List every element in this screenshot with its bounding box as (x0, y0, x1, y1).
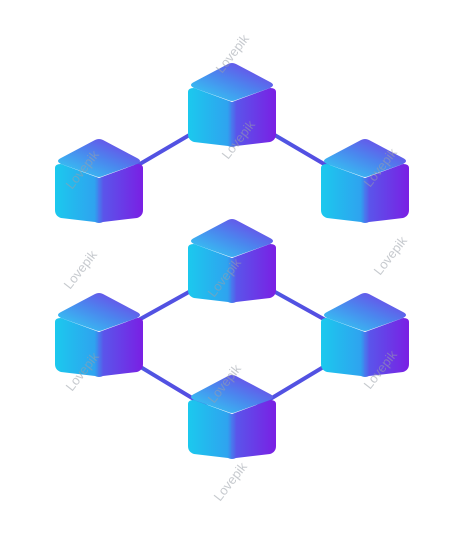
cube-side-faces (55, 318, 143, 377)
watermark-text: Lovepik (61, 247, 101, 292)
watermark-text: Lovepik (211, 459, 251, 504)
cube-top-face (58, 139, 140, 177)
cube-lower-right (321, 293, 409, 377)
cube-top-face (191, 63, 273, 101)
cube-top-face (58, 293, 140, 331)
cube-upper-right (321, 139, 409, 223)
cube-lower-left (55, 293, 143, 377)
cube-top-face (324, 293, 406, 331)
cube-side-faces (188, 400, 276, 459)
cube-side-faces (188, 88, 276, 147)
cube-top-face (324, 139, 406, 177)
cube-top (188, 63, 276, 147)
cube-side-faces (188, 244, 276, 303)
watermark-text: Lovepik (371, 233, 411, 278)
cube-side-faces (55, 164, 143, 223)
cube-top-face (191, 219, 273, 257)
cubes (55, 63, 409, 459)
cube-center (188, 219, 276, 303)
cube-upper-left (55, 139, 143, 223)
cube-side-faces (321, 318, 409, 377)
cube-bottom (188, 375, 276, 459)
cube-side-faces (321, 164, 409, 223)
cube-top-face (191, 375, 273, 413)
